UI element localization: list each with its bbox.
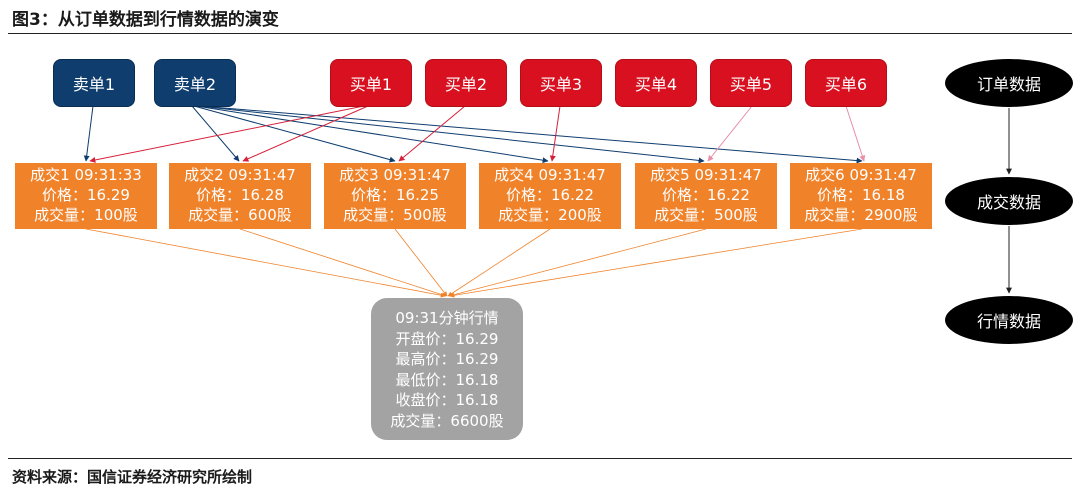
trade-box-6: 成交6 09:31:47 价格：16.18 成交量：2900股 bbox=[790, 163, 932, 229]
trade-volume: 成交量：600股 bbox=[188, 206, 292, 224]
trade-price: 价格：16.29 bbox=[42, 186, 130, 204]
link-sell2-trade3 bbox=[193, 105, 396, 163]
trade-time: 成交4 09:31:47 bbox=[494, 166, 606, 184]
link-buy3-trade4 bbox=[549, 105, 561, 162]
link-sell2-trade4 bbox=[195, 105, 549, 164]
buy-order-6: 买单6 bbox=[805, 59, 887, 107]
source-divider bbox=[8, 458, 1072, 459]
trade-box-4: 成交4 09:31:47 价格：16.22 成交量：200股 bbox=[479, 163, 621, 229]
trade-time: 成交5 09:31:47 bbox=[650, 166, 762, 184]
link-sell2-trade6 bbox=[199, 105, 863, 164]
quote-high: 最高价：16.29 bbox=[395, 350, 499, 368]
trade-volume: 成交量：500股 bbox=[343, 206, 447, 224]
quote-volume: 成交量：6600股 bbox=[390, 411, 504, 430]
trade-price: 价格：16.22 bbox=[506, 186, 594, 204]
trade-time: 成交1 09:31:33 bbox=[30, 166, 142, 184]
trade-price: 价格：16.18 bbox=[817, 186, 905, 204]
link-buy6-trade6 bbox=[845, 105, 866, 162]
trade-time: 成交6 09:31:47 bbox=[805, 166, 917, 184]
link-trade4-quote bbox=[447, 228, 551, 297]
trade-box-1: 成交1 09:31:33 价格：16.29 成交量：100股 bbox=[15, 163, 157, 229]
trade-price: 价格：16.28 bbox=[196, 186, 284, 204]
link-buy1-trade1 bbox=[89, 105, 365, 163]
link-buy5-trade5 bbox=[707, 105, 753, 162]
trade-volume: 成交量：100股 bbox=[34, 206, 138, 224]
quote-open: 开盘价：16.29 bbox=[395, 329, 499, 348]
link-sell2-trade2 bbox=[191, 105, 240, 162]
stage-order-data: 订单数据 bbox=[945, 59, 1073, 107]
link-trade3-quote bbox=[394, 228, 448, 297]
trade-volume: 成交量：200股 bbox=[498, 206, 602, 224]
stage-quote-data: 行情数据 bbox=[945, 296, 1073, 344]
title-divider bbox=[8, 33, 1072, 34]
quote-low: 最低价：16.18 bbox=[395, 370, 499, 389]
quote-title: 09:31分钟行情 bbox=[395, 309, 499, 327]
source-note: 资料来源：国信证券经济研究所绘制 bbox=[12, 468, 253, 486]
buy-order-3: 买单3 bbox=[520, 59, 602, 107]
minute-quote-box: 09:31分钟行情 开盘价：16.29 最高价：16.29 最低价：16.18 … bbox=[371, 298, 523, 440]
link-sell1-trade1 bbox=[83, 105, 94, 162]
sell-order-2: 卖单2 bbox=[154, 59, 236, 107]
trade-volume: 成交量：2900股 bbox=[804, 206, 918, 224]
link-buy2-trade3 bbox=[398, 105, 466, 162]
link-trade2-quote bbox=[239, 228, 447, 297]
trade-time: 成交2 09:31:47 bbox=[184, 166, 296, 184]
trade-price: 价格：16.22 bbox=[662, 186, 750, 204]
link-buy1-trade2 bbox=[242, 105, 369, 162]
trade-volume: 成交量：500股 bbox=[654, 206, 758, 224]
trade-price: 价格：16.25 bbox=[351, 186, 439, 204]
trade-box-5: 成交5 09:31:47 价格：16.22 成交量：500股 bbox=[635, 163, 777, 229]
quote-close: 收盘价：16.18 bbox=[395, 391, 499, 409]
link-trade6-quote bbox=[449, 228, 863, 298]
link-trade1-quote bbox=[85, 228, 446, 298]
buy-order-1: 买单1 bbox=[330, 59, 412, 107]
trade-time: 成交3 09:31:47 bbox=[339, 166, 451, 184]
buy-order-4: 买单4 bbox=[615, 59, 697, 107]
trade-box-3: 成交3 09:31:47 价格：16.25 成交量：500股 bbox=[324, 163, 466, 229]
sell-order-1: 卖单1 bbox=[53, 59, 135, 107]
link-trade5-quote bbox=[448, 228, 707, 298]
figure-title: 图3：从订单数据到行情数据的演变 bbox=[12, 10, 279, 30]
stage-trade-data: 成交数据 bbox=[945, 177, 1073, 225]
buy-order-2: 买单2 bbox=[425, 59, 507, 107]
buy-order-5: 买单5 bbox=[710, 59, 792, 107]
link-sell2-trade5 bbox=[197, 105, 705, 164]
trade-box-2: 成交2 09:31:47 价格：16.28 成交量：600股 bbox=[169, 163, 311, 229]
